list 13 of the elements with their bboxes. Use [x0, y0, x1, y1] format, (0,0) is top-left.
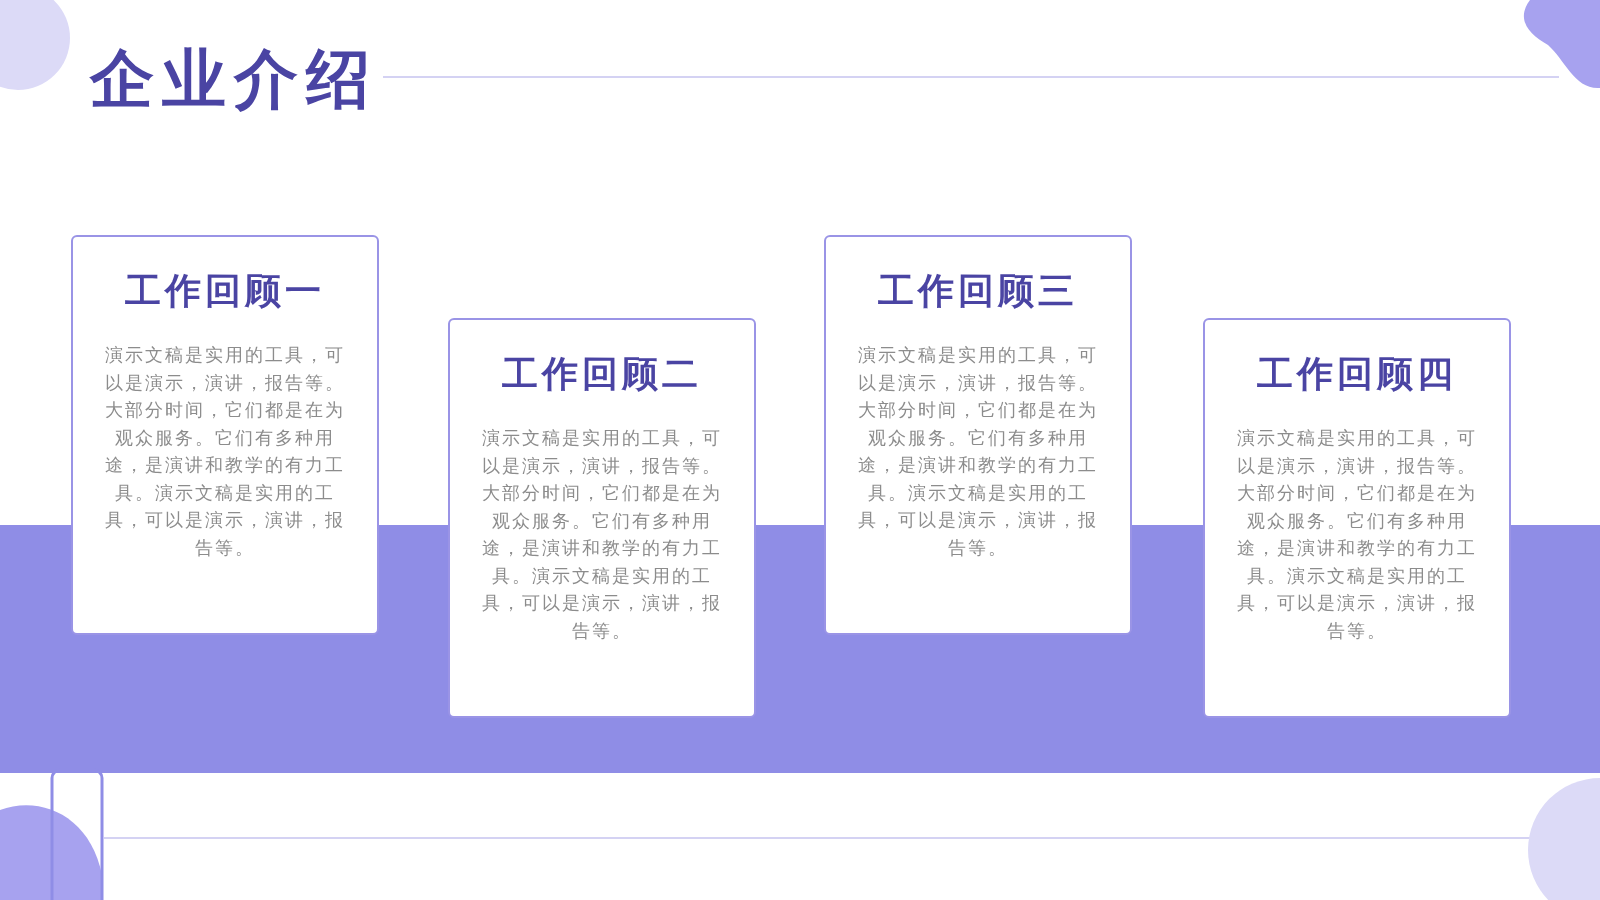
card-text: 演示文稿是实用的工具，可以是演示，演讲，报告等。大部分时间，它们都是在为观众服务。它们有多种用途，是演讲和教学的有力工具。演示文稿是实用的工具，可以是演示，演讲，报告等。 [857, 343, 1099, 560]
info-card [1203, 318, 1511, 718]
card-text: 演示文稿是实用的工具，可以是演示，演讲，报告等。大部分时间，它们都是在为观众服务。它们有多种用途，是演讲和教学的有力工具。演示文稿是实用的工具，可以是演示，演讲，报告等。 [1236, 426, 1478, 643]
card-heading: 工作回顾二 [501, 352, 703, 396]
card-heading: 工作回顾一 [124, 269, 326, 313]
card-heading: 工作回顾三 [877, 269, 1079, 313]
card-text: 演示文稿是实用的工具，可以是演示，演讲，报告等。大部分时间，它们都是在为观众服务。它们有多种用途，是演讲和教学的有力工具。演示文稿是实用的工具，可以是演示，演讲，报告等。 [481, 426, 723, 643]
info-card [824, 235, 1132, 635]
card-text: 演示文稿是实用的工具，可以是演示，演讲，报告等。大部分时间，它们都是在为观众服务。它们有多种用途，是演讲和教学的有力工具。演示文稿是实用的工具，可以是演示，演讲，报告等。 [104, 343, 346, 560]
page-title: 企业介绍 [90, 41, 378, 118]
info-card [71, 235, 379, 635]
card-heading: 工作回顾四 [1256, 352, 1458, 396]
info-card [448, 318, 756, 718]
